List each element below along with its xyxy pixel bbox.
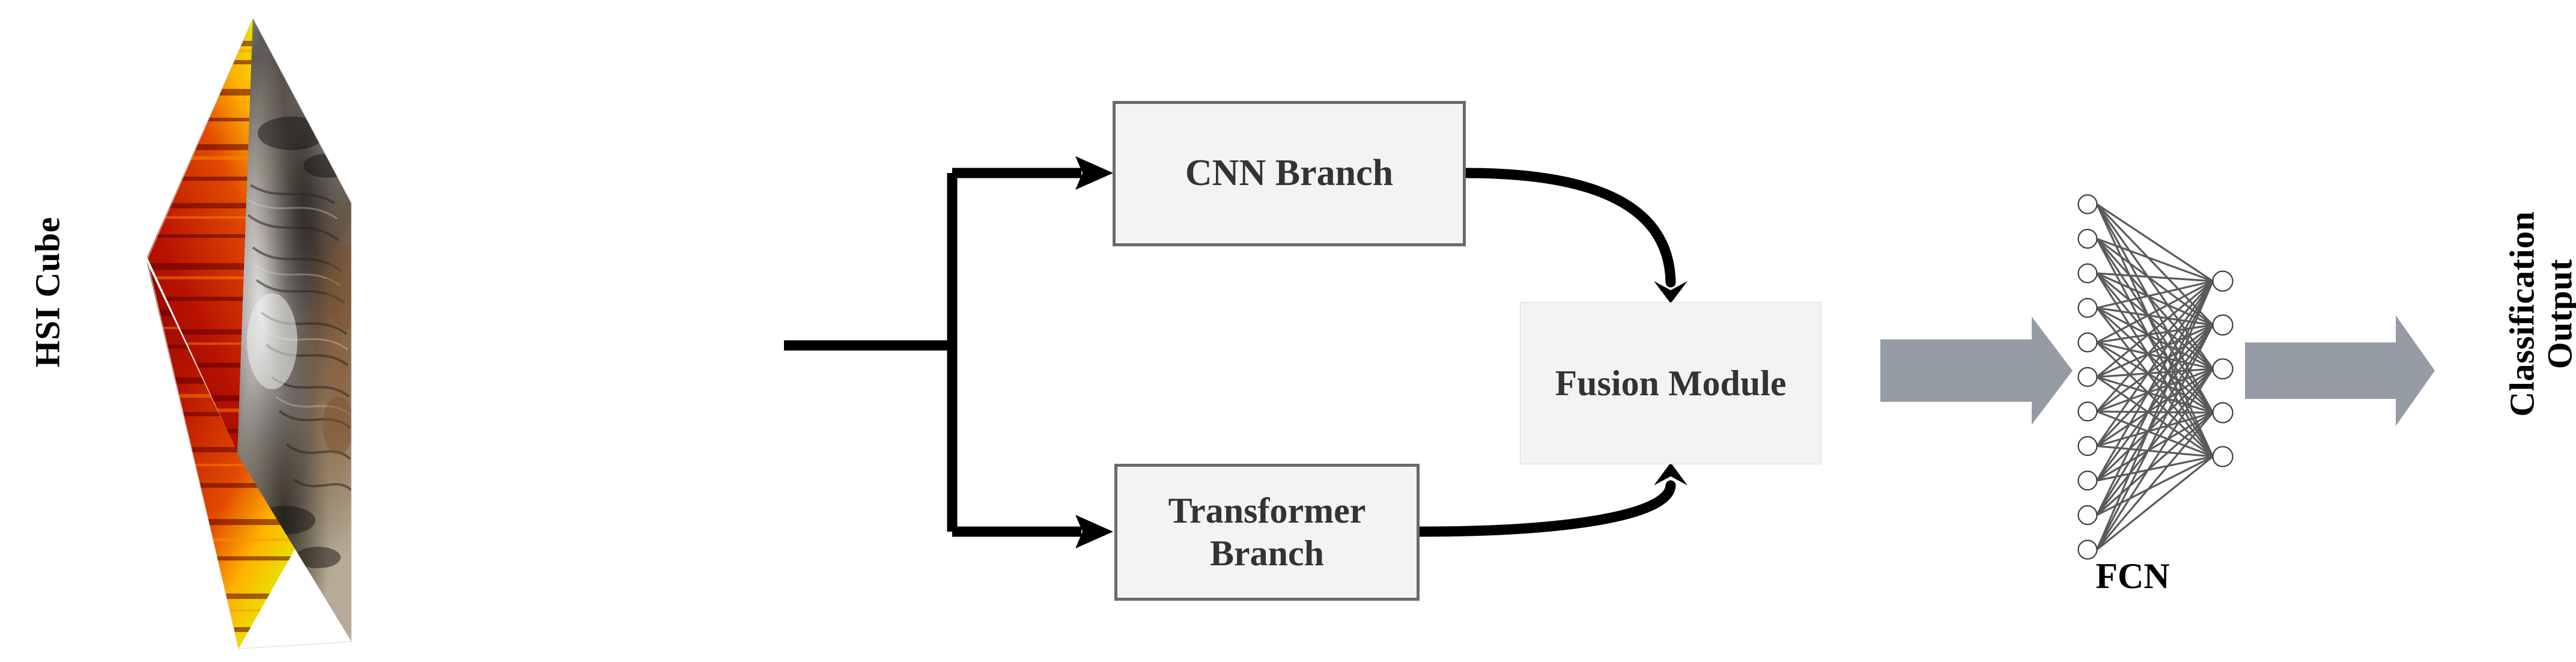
fcn-output-node (2212, 270, 2234, 292)
fcn-edge (2096, 238, 2214, 457)
fcn-edge (2096, 307, 2214, 370)
fcn-edge (2096, 281, 2214, 550)
fcn-input-node (2077, 263, 2098, 284)
fcn-edge (2096, 272, 2214, 370)
fcn-edge (2096, 368, 2214, 550)
fcn-edge (2096, 238, 2214, 413)
fcn-input-node (2077, 297, 2098, 318)
curve-cnn-to-fusion (1460, 168, 1676, 288)
transformer-branch-line-2: Branch (1209, 533, 1325, 573)
fcn-node-group (2077, 194, 2234, 560)
fcn-edge (2096, 376, 2214, 458)
fusion-module-label: Fusion Module (1555, 363, 1787, 403)
fcn-edge (2097, 280, 2213, 309)
fcn-edge (2096, 324, 2214, 550)
arrowhead-transformer-branch (1075, 515, 1113, 548)
fcn-edge (2096, 272, 2214, 414)
arrowhead-fusion-top (1654, 281, 1687, 303)
fcn-edge (2096, 281, 2214, 516)
fcn-edge (2096, 410, 2214, 458)
fcn-input-node (2077, 436, 2098, 457)
fcn-edge (2097, 445, 2213, 458)
gray-arrow-fcn-to-output (2245, 315, 2435, 426)
fcn-input-node (2077, 228, 2098, 249)
fcn-input-node (2077, 366, 2098, 387)
fcn-edge (2096, 324, 2214, 516)
fusion-module-box[interactable]: Fusion Module (1520, 302, 1821, 464)
fcn-edge (2097, 455, 2213, 482)
fcn-input-node (2077, 470, 2098, 491)
hsi-cube-label: HSI Cube (28, 217, 67, 368)
cnn-branch-box[interactable]: CNN Branch (1113, 101, 1466, 246)
fcn-edge (2096, 281, 2214, 447)
fcn-edge (2096, 281, 2214, 481)
arrowhead-fusion-bottom (1654, 463, 1687, 485)
fcn-edge (2096, 280, 2214, 413)
fcn-output-node (2212, 314, 2234, 336)
fcn-output-node (2212, 402, 2234, 424)
transformer-branch-label: Transformer Branch (1168, 490, 1366, 575)
fcn-edge (2096, 280, 2214, 378)
fcn-edge (2096, 368, 2214, 447)
cnn-branch-label: CNN Branch (1185, 153, 1394, 194)
fcn-edge (2097, 324, 2213, 344)
fcn-edge (2097, 410, 2213, 414)
fcn-output-node (2212, 358, 2234, 380)
fcn-edge (2096, 272, 2214, 326)
fcn-edge (2097, 368, 2213, 378)
curve-transformer-to-fusion (1414, 480, 1676, 537)
classification-output-line-1: Classification (2502, 211, 2542, 417)
fcn-edge (2096, 204, 2214, 369)
fcn-edge (2096, 324, 2214, 447)
fcn-edge (2096, 280, 2214, 344)
fcn-input-node (2077, 401, 2098, 422)
arrowhead-cnn-branch (1075, 156, 1113, 190)
fcn-edge (2097, 411, 2213, 448)
fcn-edge (2096, 368, 2214, 413)
fcn-edge (2096, 307, 2214, 457)
hsi-cube-image (147, 17, 352, 649)
fcn-edge (2096, 204, 2214, 457)
fcn-output-node (2212, 446, 2234, 467)
fcn-edge (2096, 203, 2214, 326)
fcn-edge (2096, 238, 2214, 326)
fcn-edge (2096, 368, 2214, 516)
fcn-edge (2097, 272, 2213, 282)
fcn-edge (2096, 411, 2214, 551)
fcn-edge (2097, 341, 2213, 370)
fcn-edge (2096, 324, 2214, 378)
fcn-edge (2096, 307, 2214, 414)
transformer-branch-line-1: Transformer (1168, 491, 1366, 531)
gray-arrow-fusion-to-fcn (1880, 317, 2073, 425)
transformer-branch-box[interactable]: Transformer Branch (1114, 464, 1420, 601)
fcn-edge (2096, 341, 2214, 414)
fcn-edge (2096, 204, 2214, 413)
fcn-edge (2096, 324, 2214, 481)
fcn-edge (2096, 411, 2214, 516)
classification-output-label: Classification Output (2502, 182, 2576, 446)
fcn-input-node (2077, 194, 2098, 214)
fcn-edge-group (2096, 203, 2214, 551)
fcn-label: FCN (2095, 556, 2170, 596)
fcn-edge (2096, 238, 2214, 370)
fcn-edge (2096, 203, 2214, 282)
fcn-edge (2096, 455, 2214, 516)
fcn-edge (2096, 411, 2214, 482)
fcn-edge (2096, 237, 2214, 282)
fcn-input-node (2077, 332, 2098, 353)
fcn-edge (2097, 306, 2213, 326)
fcn-edge (2097, 375, 2213, 414)
classification-output-line-2: Output (2540, 258, 2576, 369)
fcn-edge (2096, 368, 2214, 482)
fcn-edge (2096, 455, 2214, 551)
fcn-edge (2096, 341, 2214, 458)
fcn-edge (2096, 273, 2214, 457)
fcn-edge (2096, 324, 2214, 413)
fcn-input-node (2077, 505, 2098, 526)
